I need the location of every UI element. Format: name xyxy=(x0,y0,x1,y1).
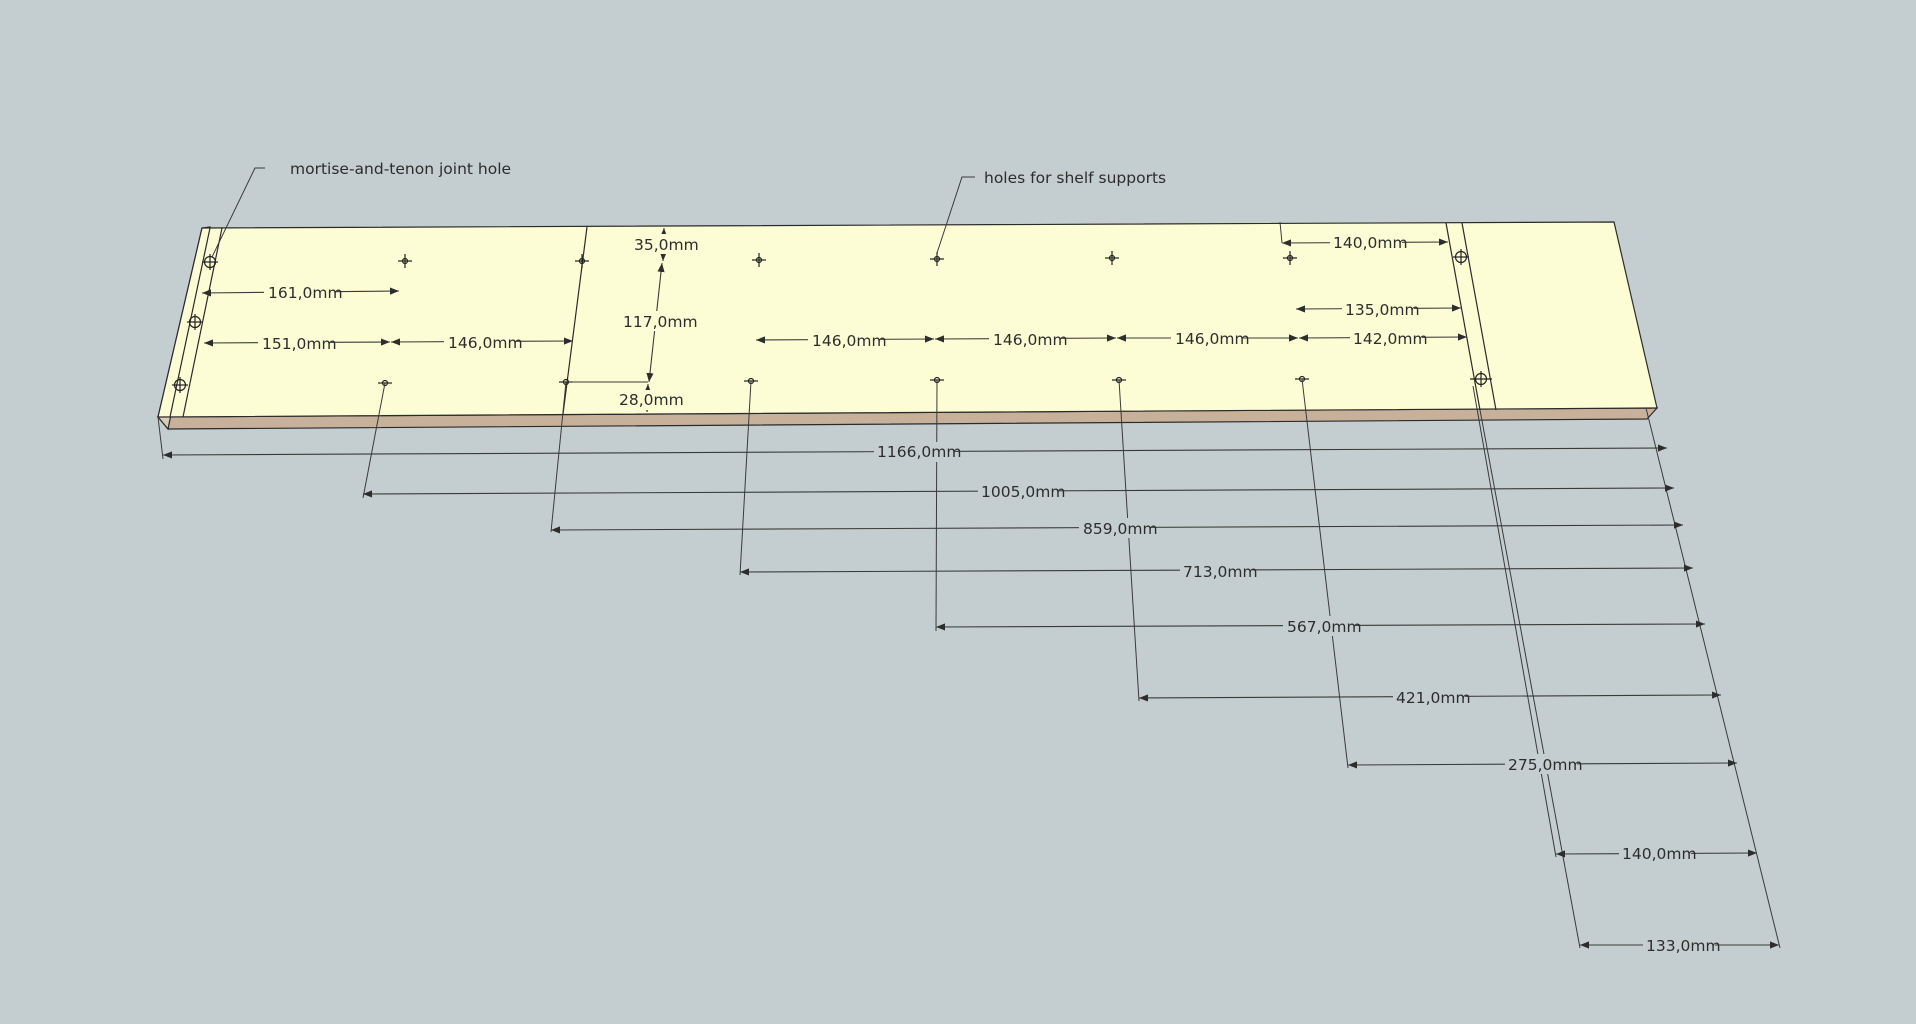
dim-161-label: 161,0mm xyxy=(268,284,343,302)
shelf-hole-icon xyxy=(930,252,944,266)
dim-713-label: 713,0mm xyxy=(1183,563,1258,581)
dim-567-label: 567,0mm xyxy=(1287,618,1362,636)
callout-mortise: mortise-and-tenon joint hole xyxy=(211,160,511,258)
shelf-hole-icon xyxy=(1283,251,1297,265)
shelf-hole-icon xyxy=(752,253,766,267)
dim-146-b-label: 146,0mm xyxy=(812,332,887,350)
mortise-hole-icon xyxy=(187,314,203,330)
board xyxy=(156,221,1659,431)
mortise-hole-icon xyxy=(1470,371,1492,387)
callout-mortise-text: mortise-and-tenon joint hole xyxy=(290,160,511,178)
shelf-hole-icon xyxy=(1105,251,1119,265)
dim-140-top-label: 140,0mm xyxy=(1333,234,1408,252)
mortise-hole-icon xyxy=(1453,249,1469,265)
shelf-hole-icon-group xyxy=(172,249,1492,393)
dim-151-label: 151,0mm xyxy=(262,335,337,353)
dim-142-label: 142,0mm xyxy=(1353,330,1428,348)
board-face xyxy=(157,221,1658,418)
dim-421-label: 421,0mm xyxy=(1396,689,1471,707)
callout-shelf-text: holes for shelf supports xyxy=(984,169,1166,187)
extension-lines xyxy=(157,378,1781,949)
dim-146-d-label: 146,0mm xyxy=(1175,330,1250,348)
dim-275-label: 275,0mm xyxy=(1508,756,1583,774)
shelf-hole-icon xyxy=(575,254,589,268)
mortise-hole-icon xyxy=(202,254,218,270)
dim-135-label: 135,0mm xyxy=(1345,301,1420,319)
dim-1005-label: 1005,0mm xyxy=(981,483,1065,501)
dim-28-label: 28,0mm xyxy=(619,391,684,409)
dim-859-label: 859,0mm xyxy=(1083,520,1158,538)
board-dimensions: 35,0mm 117,0mm 28,0mm 161,0mm 151,0mm 14… xyxy=(201,221,1468,413)
dim-140-bottom-label: 140,0mm xyxy=(1622,845,1697,863)
dim-1166-label: 1166,0mm xyxy=(877,443,961,461)
overall-dimensions: 1166,0mm 1005,0mm 859,0mm 713,0mm 567,0m… xyxy=(162,442,1779,955)
dim-133-label: 133,0mm xyxy=(1646,937,1721,955)
dim-35-label: 35,0mm xyxy=(634,236,699,254)
mortise-hole-icon xyxy=(172,377,188,393)
dim-146-c-label: 146,0mm xyxy=(993,331,1068,349)
callout-shelf: holes for shelf supports xyxy=(936,169,1166,254)
dim-117-label: 117,0mm xyxy=(623,313,698,331)
dim-146-a-label: 146,0mm xyxy=(448,334,523,352)
shelf-hole-icon xyxy=(398,254,412,268)
